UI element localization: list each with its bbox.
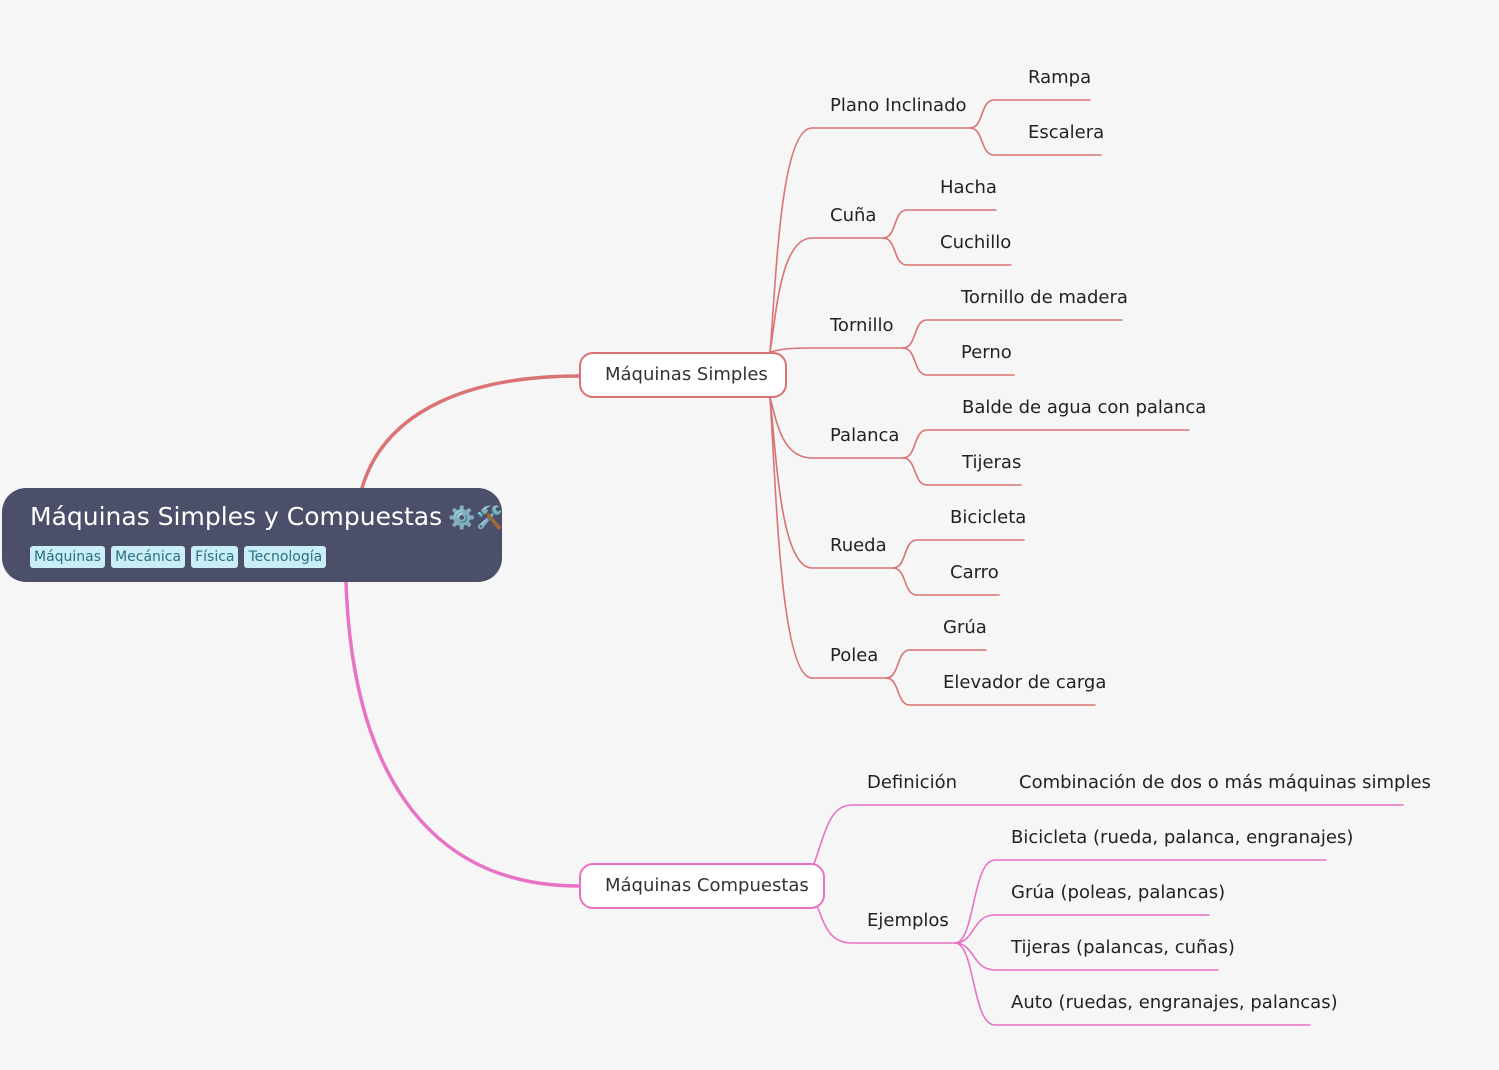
tag-fisica[interactable]: Física bbox=[191, 546, 239, 568]
connector-simple-leaf-1-1 bbox=[882, 237, 1012, 266]
node-palanca[interactable]: Palanca bbox=[830, 425, 900, 446]
connector-ejemplo-0 bbox=[954, 859, 1327, 944]
node-elevador-de-carga[interactable]: Elevador de carga bbox=[943, 672, 1107, 693]
connector-compound-ejemplos bbox=[817, 907, 956, 944]
node-balde-de-agua[interactable]: Balde de agua con palanca bbox=[962, 397, 1207, 418]
tag-maquinas[interactable]: Máquinas bbox=[30, 546, 106, 568]
connector-simple-leaf-0-1 bbox=[969, 127, 1102, 156]
connector-simple-leaf-4-0 bbox=[892, 539, 1025, 569]
connector-simple-2 bbox=[769, 347, 904, 353]
connector-simple-leaf-1-0 bbox=[882, 209, 997, 239]
node-escalera[interactable]: Escalera bbox=[1028, 122, 1105, 143]
connector-root-simple bbox=[360, 374, 581, 490]
node-bicicleta[interactable]: Bicicleta bbox=[950, 507, 1027, 528]
node-ejemplo-tijeras[interactable]: Tijeras (palancas, cuñas) bbox=[1011, 937, 1235, 958]
node-ejemplo-bicicleta[interactable]: Bicicleta (rueda, palanca, engranajes) bbox=[1011, 827, 1354, 848]
node-tornillo[interactable]: Tornillo bbox=[830, 315, 894, 336]
node-ejemplo-auto[interactable]: Auto (ruedas, engranajes, palancas) bbox=[1011, 992, 1338, 1013]
connector-simple-leaf-0-0 bbox=[969, 99, 1091, 129]
node-cuna[interactable]: Cuña bbox=[830, 205, 877, 226]
node-rueda[interactable]: Rueda bbox=[830, 535, 887, 556]
root-title-row: Máquinas Simples y Compuestas⚙️🛠️ bbox=[30, 500, 503, 536]
connector-simple-3 bbox=[769, 397, 904, 459]
connector-simple-0 bbox=[769, 127, 971, 353]
connector-ejemplo-2 bbox=[954, 942, 1219, 971]
tag-tecnologia[interactable]: Tecnología bbox=[244, 546, 327, 568]
connector-simple-5 bbox=[769, 397, 887, 679]
node-definicion[interactable]: Definición bbox=[867, 772, 957, 793]
node-grua[interactable]: Grúa bbox=[943, 617, 987, 638]
node-plano-inclinado[interactable]: Plano Inclinado bbox=[830, 95, 967, 116]
connector-compound-definicion bbox=[813, 804, 993, 865]
gear-tools-icon: ⚙️🛠️ bbox=[448, 506, 503, 531]
connector-simple-4 bbox=[769, 397, 894, 569]
tag-list: Máquinas Mecánica Física Tecnología bbox=[30, 546, 502, 568]
node-ejemplos[interactable]: Ejemplos bbox=[867, 910, 949, 931]
connector-simple-leaf-5-1 bbox=[885, 677, 1096, 706]
node-polea[interactable]: Polea bbox=[830, 645, 879, 666]
connector-simple-leaf-4-1 bbox=[892, 567, 1000, 596]
node-tornillo-de-madera[interactable]: Tornillo de madera bbox=[961, 287, 1128, 308]
connector-simple-leaf-3-1 bbox=[902, 457, 1022, 486]
node-perno[interactable]: Perno bbox=[961, 342, 1012, 363]
connector-simple-leaf-2-0 bbox=[902, 319, 1123, 349]
node-definicion-text[interactable]: Combinación de dos o más máquinas simple… bbox=[1019, 772, 1431, 793]
connector-ejemplo-3 bbox=[954, 942, 1311, 1026]
connector-root-compound bbox=[344, 580, 581, 888]
connector-simple-leaf-5-0 bbox=[885, 649, 987, 679]
connector-simple-leaf-2-1 bbox=[902, 347, 1015, 376]
root-title: Máquinas Simples y Compuestas bbox=[30, 502, 443, 531]
node-rampa[interactable]: Rampa bbox=[1028, 67, 1092, 88]
node-hacha[interactable]: Hacha bbox=[940, 177, 997, 198]
connector-simple-1 bbox=[769, 237, 884, 353]
branch-maquinas-simples[interactable]: Máquinas Simples bbox=[579, 352, 787, 398]
root-topic[interactable]: Máquinas Simples y Compuestas⚙️🛠️ Máquin… bbox=[2, 488, 503, 582]
node-carro[interactable]: Carro bbox=[950, 562, 999, 583]
branch-maquinas-compuestas[interactable]: Máquinas Compuestas bbox=[579, 863, 825, 909]
connector-simple-leaf-3-0 bbox=[902, 429, 1190, 459]
node-tijeras[interactable]: Tijeras bbox=[962, 452, 1022, 473]
connector-ejemplo-1 bbox=[954, 914, 1210, 944]
node-ejemplo-grua[interactable]: Grúa (poleas, palancas) bbox=[1011, 882, 1226, 903]
node-cuchillo[interactable]: Cuchillo bbox=[940, 232, 1012, 253]
tag-mecanica[interactable]: Mecánica bbox=[111, 546, 186, 568]
